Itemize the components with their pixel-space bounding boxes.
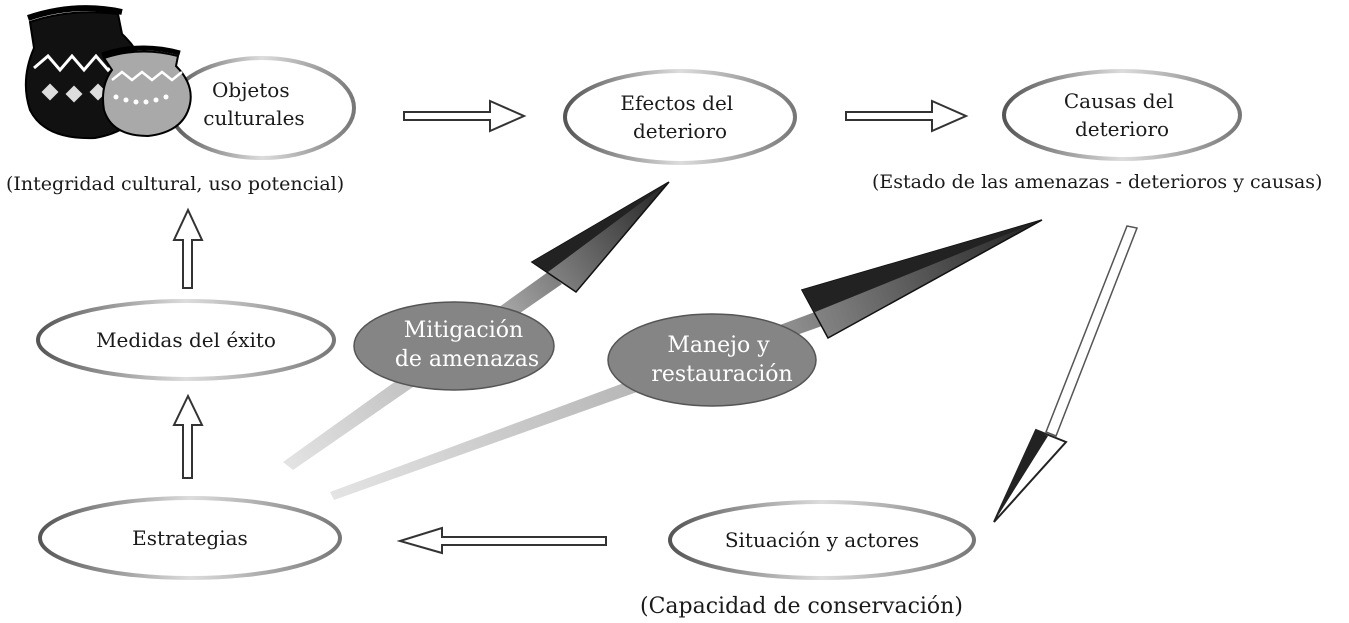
arrow-objetos-to-efectos xyxy=(403,99,527,133)
caption-objetos: (Integridad cultural, uso potencial) xyxy=(6,173,344,195)
node-estrategias: Estrategias xyxy=(38,496,342,580)
svg-text:Manejo y restauración: Manejo y restauración xyxy=(651,333,792,387)
arrow-medidas-to-objetos xyxy=(172,207,204,289)
node-objetos-line1: Objetos xyxy=(212,78,290,102)
arrow-causas-to-situacion xyxy=(993,225,1139,523)
node-medidas-label: Medidas del éxito xyxy=(96,328,276,352)
node-efectos-oval xyxy=(563,69,797,165)
node-causas-line1: Causas del xyxy=(1064,89,1174,113)
caption-causas: (Estado de las amenazas - deterioros y c… xyxy=(872,171,1322,193)
node-objetos-line2: culturales xyxy=(203,106,304,130)
node-medidas-oval xyxy=(36,299,336,381)
band-mitigacion-line1: Mitigación xyxy=(404,318,523,343)
node-estrategias-oval xyxy=(38,496,342,580)
band-mitigacion-amenazas: Mitigación de amenazas xyxy=(353,301,555,391)
node-efectos-line2: deterioro xyxy=(633,119,727,143)
band-manejo-restauracion: Manejo y restauración xyxy=(607,313,817,407)
node-causas-line2: deterioro xyxy=(1075,117,1169,141)
band-manejo-line1: Manejo y xyxy=(667,333,770,358)
node-estrategias-label: Estrategias xyxy=(132,526,248,550)
node-objetos-culturales: Objetos culturales xyxy=(168,56,356,160)
node-situacion-actores: Situación y actores xyxy=(668,500,976,580)
band-mitigacion-line2: de amenazas xyxy=(395,347,539,372)
arrow-efectos-to-causas xyxy=(845,99,969,133)
node-medidas-exito: Medidas del éxito xyxy=(36,299,336,381)
node-efectos-deterioro: Efectos del deterioro xyxy=(563,69,797,165)
caption-situacion: (Capacidad de conservación) xyxy=(640,594,963,619)
node-situacion-oval xyxy=(668,500,976,580)
arrow-estrategias-to-medidas xyxy=(172,393,204,479)
node-causas-deterioro: Causas del deterioro xyxy=(1002,69,1242,161)
arrow-situacion-to-estrategias xyxy=(396,526,607,555)
band-manejo-line2: restauración xyxy=(651,362,792,387)
node-causas-oval xyxy=(1002,69,1242,161)
node-situacion-label: Situación y actores xyxy=(725,528,919,552)
pottery-illustration xyxy=(24,5,192,140)
svg-text:Mitigación de amenazas: Mitigación de amenazas xyxy=(395,318,539,372)
node-efectos-line1: Efectos del xyxy=(620,91,733,115)
svg-text:Objetos culturales: Objetos culturales xyxy=(203,78,304,130)
svg-text:Efectos del deterioro: Efectos del deterioro xyxy=(620,91,739,143)
svg-text:Causas del deterioro: Causas del deterioro xyxy=(1064,89,1180,141)
